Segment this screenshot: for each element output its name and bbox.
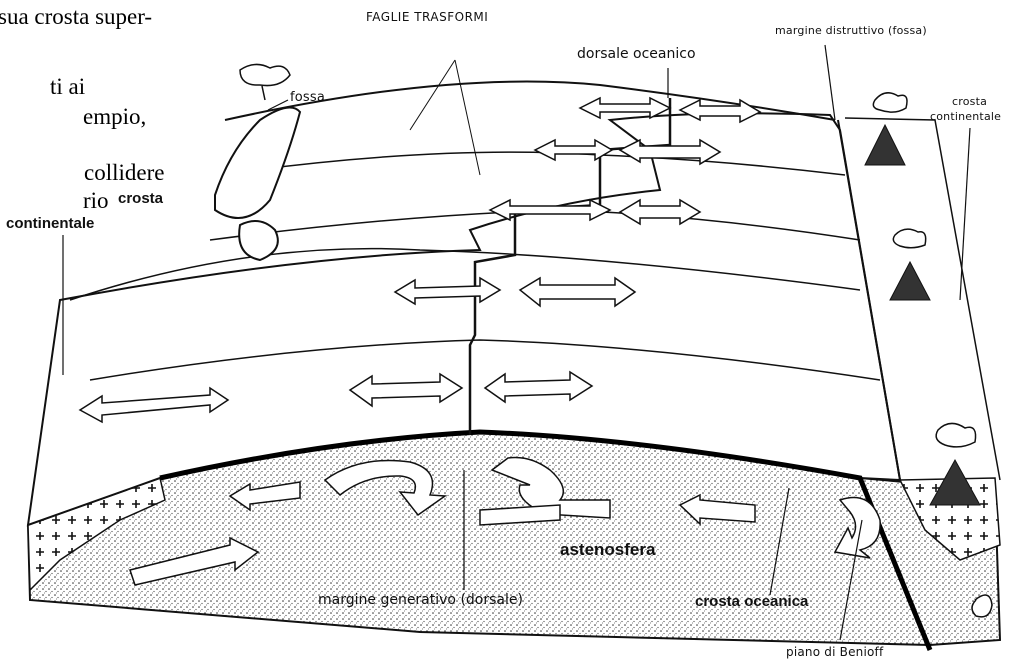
label-crosta-continentale-right-1: crosta — [952, 95, 987, 108]
side-text-line-3: empio, — [83, 102, 146, 131]
label-crosta-continentale-left-2: continentale — [6, 215, 94, 232]
label-crosta-continentale-left-1: crosta — [118, 190, 163, 207]
side-text-line-4: collidere — [84, 158, 164, 187]
label-margine-distruttivo: margine distruttivo (fossa) — [775, 24, 927, 37]
label-piano-di-benioff: piano di Benioff — [786, 645, 883, 659]
label-dorsale-oceanico: dorsale oceanico — [577, 46, 696, 62]
side-text-line-2: ti ai — [50, 72, 85, 101]
side-text-line-1: sua crosta super- — [0, 2, 152, 31]
side-text-line-5: rio — [83, 186, 109, 215]
left-island — [215, 108, 300, 219]
label-crosta-continentale-right-2: continentale — [930, 110, 1001, 123]
label-faglie-trasformi: FAGLIE TRASFORMI — [366, 10, 488, 24]
label-fossa: fossa — [290, 90, 325, 105]
label-margine-generativo: margine generativo (dorsale) — [318, 592, 523, 608]
label-crosta-oceanica: crosta oceanica — [695, 593, 808, 610]
label-astenosfera: astenosfera — [560, 540, 655, 560]
